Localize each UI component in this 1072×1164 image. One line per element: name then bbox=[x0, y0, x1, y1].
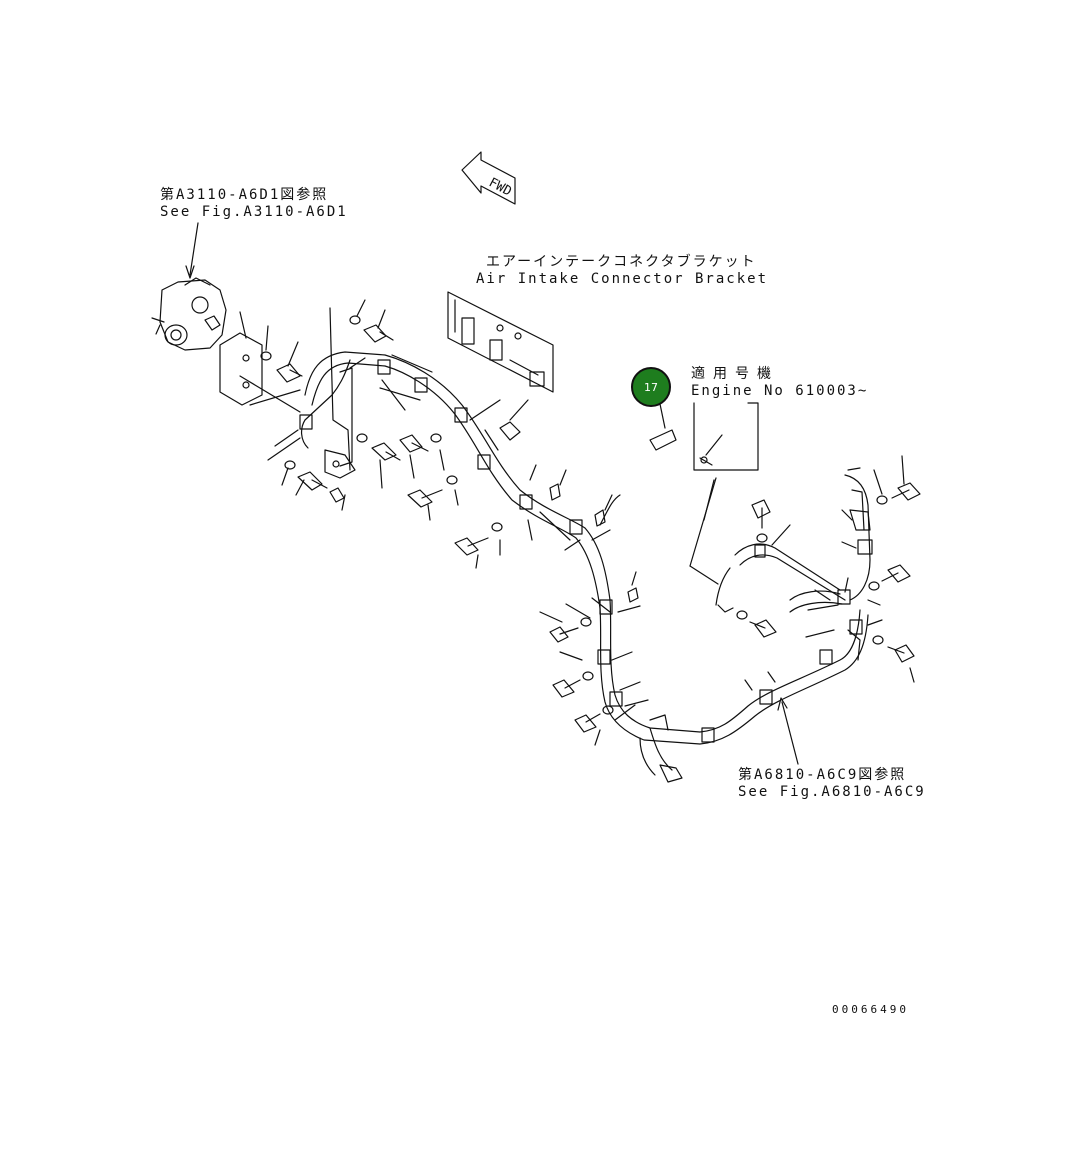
part-17-drawing bbox=[650, 404, 676, 450]
applicability-en-text: Engine No 610003~ bbox=[691, 383, 869, 399]
reference-en-text: See Fig.A6810-A6C9 bbox=[738, 784, 926, 800]
mounting-plate-drawing bbox=[220, 312, 262, 405]
forward-arrow-icon: FWD bbox=[462, 152, 515, 204]
bracket-label: エアーインテークコネクタブラケット Air Intake Connector B… bbox=[476, 254, 768, 288]
reference-en-text: See Fig.A3110-A6D1 bbox=[160, 204, 348, 220]
bracket-jp-text: エアーインテークコネクタブラケット bbox=[486, 254, 757, 270]
applicability-jp-text: 適用号機 bbox=[691, 366, 779, 382]
engine-component-drawing bbox=[152, 278, 226, 350]
bolts-right-group bbox=[737, 483, 920, 662]
reference-leader-bottom-right bbox=[778, 698, 798, 764]
callout-number: 17 bbox=[644, 380, 658, 394]
leader-lines-middle bbox=[380, 355, 648, 745]
harness-clamps bbox=[300, 360, 832, 742]
bolts-lower-group bbox=[550, 618, 613, 732]
reference-jp-text: 第A3110-A6D1図参照 bbox=[160, 187, 329, 203]
wire-harness-main bbox=[302, 352, 868, 775]
harness-bracket-left bbox=[325, 308, 367, 510]
reference-leader-top-left bbox=[186, 223, 198, 278]
leader-lines-left bbox=[240, 376, 300, 460]
document-number: 00066490 bbox=[832, 1003, 909, 1016]
bolts-middle-group bbox=[350, 300, 638, 602]
reference-jp-text: 第A6810-A6C9図参照 bbox=[738, 767, 907, 783]
air-intake-connector-bracket-drawing bbox=[448, 292, 553, 392]
part-callout-17[interactable]: 17 bbox=[631, 367, 671, 407]
reference-label-bottom-right[interactable]: 第A6810-A6C9図参照 See Fig.A6810-A6C9 bbox=[738, 767, 926, 801]
applicability-box bbox=[690, 403, 758, 584]
applicability-label: 適用号機 Engine No 610003~ bbox=[691, 366, 868, 400]
bracket-en-text: Air Intake Connector Bracket bbox=[476, 271, 769, 287]
harness-right-branches bbox=[650, 468, 872, 782]
bolts-left-group bbox=[261, 326, 327, 495]
reference-label-top-left[interactable]: 第A3110-A6D1図参照 See Fig.A3110-A6D1 bbox=[160, 187, 348, 221]
leader-lines-right bbox=[772, 456, 914, 682]
